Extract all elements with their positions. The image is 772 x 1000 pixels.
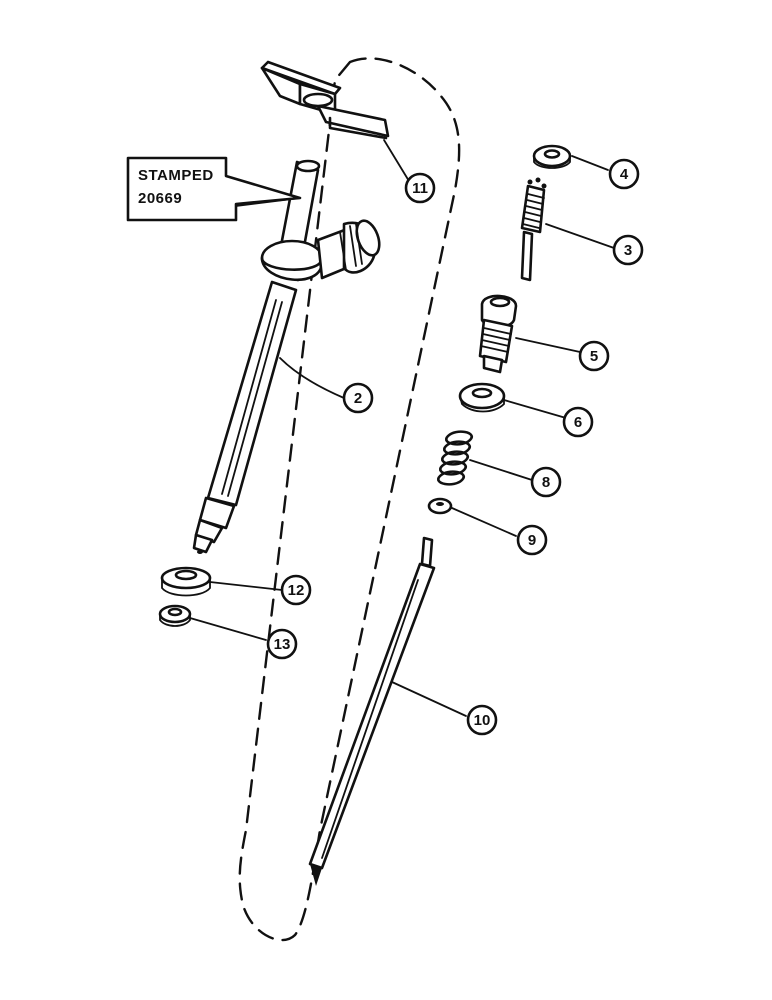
callout-5-label: 5 xyxy=(590,348,598,365)
leader-2 xyxy=(279,357,345,399)
callout-12: 12 xyxy=(280,574,312,606)
callout-2-label: 2 xyxy=(354,390,362,407)
callout-11-label: 11 xyxy=(412,180,428,197)
leader-6 xyxy=(503,399,567,419)
stamp-label-line2: 20669 xyxy=(138,190,182,207)
stamp-label-box: STAMPED 20669 xyxy=(126,156,302,222)
locknut-part xyxy=(532,144,572,169)
callout-8-label: 8 xyxy=(542,474,550,491)
leader-3 xyxy=(545,223,615,249)
spring-part xyxy=(437,430,473,486)
injector-body-part xyxy=(192,159,381,554)
leader-4 xyxy=(571,155,609,171)
callout-4-label: 4 xyxy=(620,166,629,183)
leader-12 xyxy=(209,581,283,591)
stamp-label-line1: STAMPED xyxy=(138,167,214,184)
callout-13-label: 13 xyxy=(274,636,291,653)
callout-13: 13 xyxy=(266,628,298,660)
leader-10 xyxy=(391,681,467,717)
spring-seat-part xyxy=(427,497,453,515)
leader-13 xyxy=(189,617,267,641)
leader-5 xyxy=(515,337,581,353)
clamp-bracket-part xyxy=(260,60,390,140)
callout-3-label: 3 xyxy=(624,242,632,259)
callout-2: 2 xyxy=(342,382,374,414)
callout-9-label: 9 xyxy=(528,532,536,549)
leader-9 xyxy=(451,507,517,537)
hex-nut-part xyxy=(458,382,506,413)
callout-10-label: 10 xyxy=(474,712,491,729)
spring-cap-nut-part xyxy=(478,294,518,374)
leader-8 xyxy=(469,459,533,481)
small-washer-part xyxy=(158,604,192,627)
callout-6-label: 6 xyxy=(574,414,582,431)
leader-11 xyxy=(383,139,413,187)
callout-9: 9 xyxy=(516,524,548,556)
callout-5: 5 xyxy=(578,340,610,372)
callout-10: 10 xyxy=(466,704,498,736)
callout-6: 6 xyxy=(562,406,594,438)
callout-8: 8 xyxy=(530,466,562,498)
callout-12-label: 12 xyxy=(288,582,305,599)
callout-4: 4 xyxy=(608,158,640,190)
leader-lines xyxy=(189,139,615,717)
spindle-part xyxy=(308,536,436,886)
callout-3: 3 xyxy=(612,234,644,266)
adjusting-screw-part xyxy=(520,177,547,282)
sealing-washer-part xyxy=(160,566,212,597)
callout-11: 11 xyxy=(404,172,436,204)
assembly-group-outline xyxy=(238,57,461,942)
